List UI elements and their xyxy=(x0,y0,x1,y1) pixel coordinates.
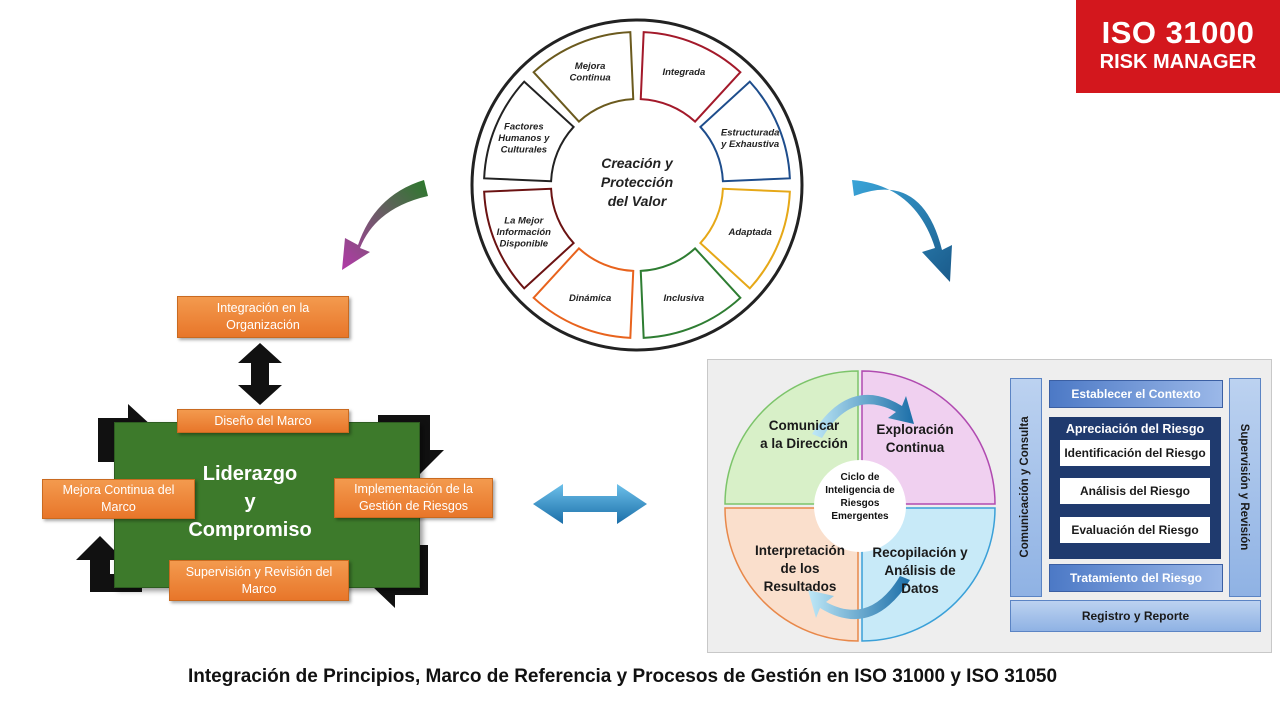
badge-title: ISO 31000 xyxy=(1101,15,1255,50)
supervision-marco-line-1: Supervisión y Revisión del xyxy=(185,564,333,579)
cycle-center xyxy=(814,460,906,552)
comunicar-line-1: Comunicar xyxy=(768,418,840,433)
interpretacion-line-3: Resultados xyxy=(763,579,837,594)
integracion-box: Integración en la Organización xyxy=(177,296,349,338)
supervision-label: Supervisión y Revisión xyxy=(1238,423,1250,551)
intel-cycle xyxy=(724,370,996,642)
contexto-box: Establecer el Contexto xyxy=(1049,380,1223,408)
iso-31000-badge: ISO 31000 RISK MANAGER xyxy=(1076,0,1280,93)
wheel-segment xyxy=(532,246,635,339)
liderazgo-line-1: Liderazgo xyxy=(202,463,298,485)
liderazgo-line-2: y xyxy=(244,491,256,513)
analisis-box: Análisis del Riesgo xyxy=(1060,478,1210,504)
mejora-marco-line-1: Mejora Continua del xyxy=(62,483,175,497)
implementacion-box: Implementación de la Gestión de Riesgos xyxy=(334,478,493,518)
diseno-label: Diseño del Marco xyxy=(214,413,312,428)
quadrant-top-left xyxy=(724,370,859,505)
interpretacion-line-2: de los xyxy=(780,561,820,576)
wheel-segment-label: Adaptada xyxy=(728,227,772,238)
identificacion-box: Identificación del Riesgo xyxy=(1060,440,1210,466)
curved-arrow-right xyxy=(852,180,952,282)
cycle-center-text: Ciclo de Inteligencia de Riesgos Emergen… xyxy=(813,471,907,523)
cycle-arrow-bottom xyxy=(808,576,910,620)
integracion-line-2: Organización xyxy=(226,318,300,332)
wheel-center xyxy=(557,105,717,265)
recopilacion-line-3: Datos xyxy=(901,581,939,596)
cycle-center-line-4: Emergentes xyxy=(831,511,889,522)
wheel-segment-label: Dinámica xyxy=(569,293,611,304)
liderazgo-line-3: Compromiso xyxy=(188,519,312,541)
curved-arrow-left xyxy=(342,180,428,270)
recopilacion-analisis: Recopilación y Análisis de Datos xyxy=(864,544,976,598)
wheel-segment xyxy=(698,80,791,183)
exploracion-continua: Exploración Continua xyxy=(862,421,968,457)
comunicacion-bar xyxy=(1010,378,1042,597)
apreciacion-label: Apreciación del Riesgo xyxy=(1065,422,1205,436)
supervision-marco-line-2: Marco xyxy=(241,581,277,596)
recopilacion-line-2: Análisis de xyxy=(884,563,956,578)
liderazgo-y-compromiso: Liderazgo y Compromiso xyxy=(180,460,320,544)
cycle-arrow-top xyxy=(812,394,914,438)
wheel-segment-label: Inclusiva xyxy=(664,293,705,304)
vertical-double-arrow xyxy=(238,343,282,405)
wheel-segment xyxy=(639,31,742,124)
wheel-segment xyxy=(639,246,742,339)
cycle-center-line-3: Riesgos xyxy=(840,498,880,509)
exploracion-line-2: Continua xyxy=(885,440,945,455)
diseno-box: Diseño del Marco xyxy=(177,409,349,433)
interpretacion-line-1: Interpretación xyxy=(754,543,846,558)
integracion-line-1: Integración en la xyxy=(216,301,310,315)
implementacion-line-1: Implementación de la xyxy=(354,482,473,496)
evaluacion-box: Evaluación del Riesgo xyxy=(1060,517,1210,543)
recopilacion-line-1: Recopilación y xyxy=(872,545,968,560)
wheel-segment xyxy=(532,31,635,124)
comunicacion-label: Comunicación y Consulta xyxy=(1019,416,1031,558)
diagram-caption: Integración de Principios, Marco de Refe… xyxy=(187,666,1058,687)
cycle-center-line-1: Ciclo de xyxy=(840,472,880,483)
cycle-center-line-2: Inteligencia de xyxy=(825,485,895,496)
wheel-segment xyxy=(483,187,576,290)
registro-box: Registro y Reporte xyxy=(1010,600,1261,632)
wheel-segment xyxy=(483,80,576,183)
quadrant-bottom-right xyxy=(861,507,996,642)
wheel-segments xyxy=(483,31,791,339)
interpretacion-resultados: Interpretación de los Resultados xyxy=(747,542,853,596)
wheel-segment-label: Integrada xyxy=(662,67,705,78)
exploracion-line-1: Exploración xyxy=(876,422,954,437)
tratamiento-box: Tratamiento del Riesgo xyxy=(1049,564,1223,592)
badge-subtitle: RISK MANAGER xyxy=(1099,51,1257,73)
implementacion-line-2: Gestión de Riesgos xyxy=(358,499,469,513)
wheel-segment xyxy=(698,187,791,290)
comunicar-line-2: a la Dirección xyxy=(760,436,848,451)
double-arrow xyxy=(533,484,647,524)
mejora-marco-line-2: Marco xyxy=(101,500,136,514)
comunicar-direccion: Comunicar a la Dirección xyxy=(752,417,856,453)
supervision-bar xyxy=(1229,378,1261,597)
